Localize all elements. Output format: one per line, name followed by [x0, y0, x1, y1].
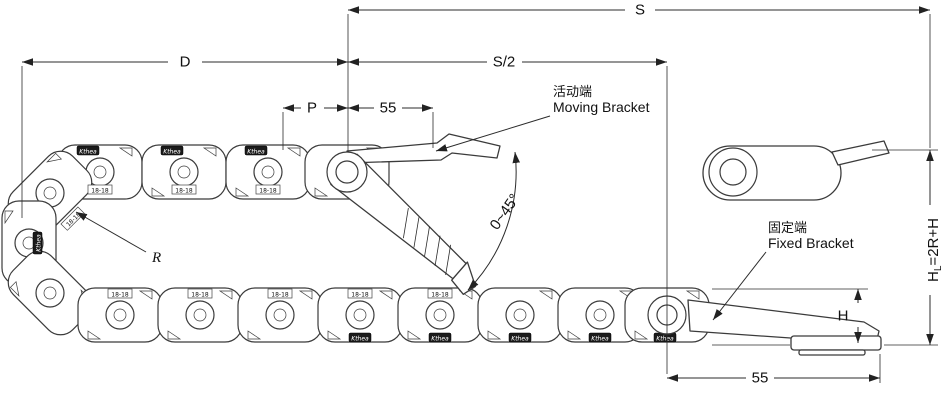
dim-s-label: S [635, 2, 645, 19]
size-text: 18-18 [431, 292, 449, 299]
brand-text: Kthea [79, 149, 97, 156]
brand-text: Kthea [163, 149, 181, 156]
size-text: 18-18 [175, 188, 193, 195]
dimension-55-bottom: 55 [667, 354, 881, 387]
moving-bracket-callout: 活动端 Moving Bracket [435, 84, 650, 152]
link-brand-badge: Kthea [508, 332, 532, 343]
link-brand-badge: Kthea [588, 332, 612, 343]
dim-p-label: P [307, 100, 317, 117]
dim-d-label: D [180, 54, 191, 71]
size-text: 18-18 [91, 188, 109, 195]
link-size-badge: 18-18 [171, 184, 197, 195]
moving-bracket-label-cn: 活动端 [553, 84, 592, 99]
link-brand-badge: Kthea [428, 332, 452, 343]
fixed-bracket [647, 295, 882, 356]
dimension-angle: 0~45° [467, 151, 524, 291]
link-size-badge: 18-18 [255, 184, 281, 195]
link-brand-badge: Kthea [348, 332, 372, 343]
size-text: 18-18 [191, 292, 209, 299]
brand-text: Kthea [431, 336, 449, 343]
link-size-badge: 18-18 [87, 184, 113, 195]
brand-text: Kthea [351, 336, 369, 343]
dim-h-label: H [838, 308, 849, 325]
link-size-badge: 18-18 [107, 288, 133, 299]
dimension-hl: HL=2R+H [872, 149, 944, 346]
dimension-s: S [347, 2, 931, 152]
dim-angle-label: 0~45° [487, 191, 524, 233]
brand-text: Kthea [656, 336, 674, 343]
fixed-bracket-callout: 固定端 Fixed Bracket [712, 220, 854, 321]
dim-hl-label: HL=2R+H [925, 218, 944, 282]
dim-r-label: R [151, 250, 161, 266]
dimension-s-half: S/2 [348, 54, 668, 374]
size-text: 18-18 [351, 292, 369, 299]
dimension-d: D [21, 54, 348, 218]
link-size-badge: 18-18 [187, 288, 213, 299]
link-brand-badge: Kthea [244, 145, 268, 156]
chain-bottom-row [77, 287, 710, 343]
brand-text: Kthea [511, 336, 529, 343]
size-text: 18-18 [259, 188, 277, 195]
link-size-badge: 18-18 [267, 288, 293, 299]
dimension-p: P [282, 100, 348, 150]
brand-text: Kthea [247, 149, 265, 156]
link-brand-badge: Kthea [76, 145, 100, 156]
link-brand-badge: Kthea [160, 145, 184, 156]
link-brand-badge: Kthea [32, 231, 43, 255]
link-size-badge: 18-18 [427, 288, 453, 299]
dimension-55-top: 55 [348, 100, 434, 148]
dim-s-half-label: S/2 [493, 54, 516, 71]
size-text: 18-18 [111, 292, 129, 299]
dimension-h: H [712, 288, 868, 346]
moving-bracket-label-en: Moving Bracket [553, 99, 650, 115]
dim-55-top-label: 55 [380, 100, 397, 117]
fixed-bracket-label-en: Fixed Bracket [768, 235, 854, 251]
brand-text: Kthea [591, 336, 609, 343]
dimension-r: R [75, 211, 161, 266]
moving-bracket [326, 133, 501, 295]
size-text: 18-18 [271, 292, 289, 299]
dim-55-bottom-label: 55 [752, 370, 769, 387]
link-size-badge: 18-18 [347, 288, 373, 299]
brand-text: Kthea [36, 234, 43, 252]
fixed-bracket-label-cn: 固定端 [768, 220, 807, 235]
bracket-detail [702, 140, 890, 201]
